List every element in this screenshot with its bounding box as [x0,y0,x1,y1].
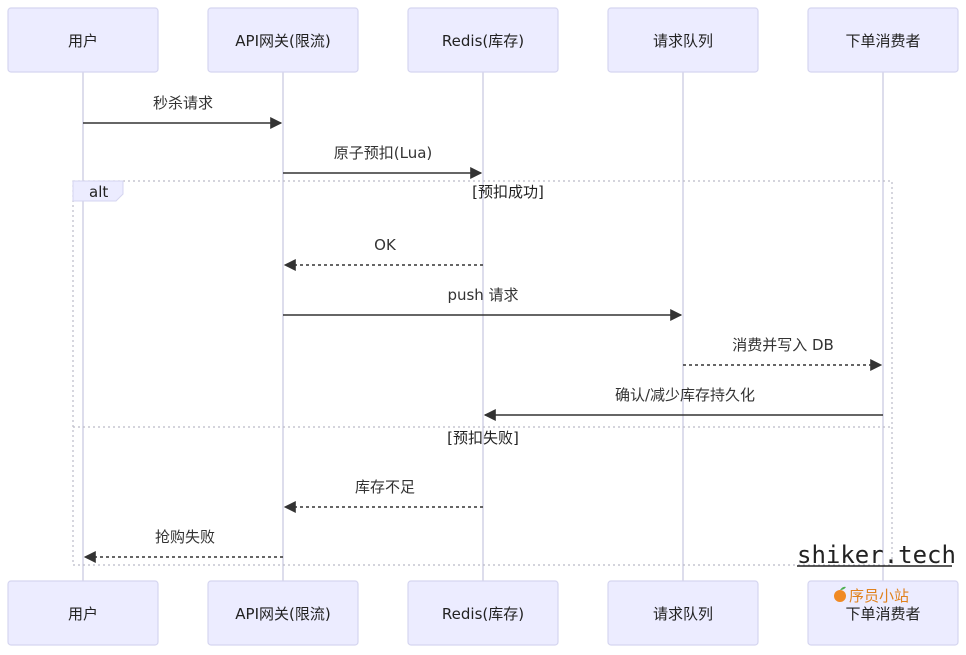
actor-label: 下单消费者 [845,32,920,50]
actor-label: 请求队列 [653,605,713,623]
message-label-lua-deduct: 原子预扣(Lua) [334,144,433,162]
actor-top-gateway: API网关(限流) [207,7,359,73]
actor-bottom-user: 用户 [7,580,159,646]
message-label-consume: 消费并写入 DB [732,336,834,354]
alt-frame: alt [预扣成功] [预扣失败] [72,180,893,566]
actor-label: API网关(限流) [235,605,330,623]
message-label-purchase-failed: 抢购失败 [155,528,215,546]
actor-label: 用户 [68,32,98,50]
actor-label: Redis(库存) [442,32,524,50]
watermark-logo-text: 序员小站 [849,587,909,605]
actors-top: 用户 API网关(限流) Redis(库存) 请求队列 下单消费者 [7,7,959,73]
actor-bottom-gateway: API网关(限流) [207,580,359,646]
alt-condition-failure: [预扣失败] [447,429,519,447]
actor-label: Redis(库存) [442,605,524,623]
message-label-out-of-stock: 库存不足 [355,478,415,496]
message-label-push: push 请求 [447,286,518,304]
alt-frame-border [72,180,893,566]
orange-fruit-icon [834,586,846,602]
alt-condition-success: [预扣成功] [472,183,544,201]
lifelines [82,72,884,581]
actor-label: API网关(限流) [235,32,330,50]
actor-top-consumer: 下单消费者 [807,7,959,73]
message-label-persist: 确认/减少库存持久化 [615,386,755,404]
actor-top-queue: 请求队列 [607,7,759,73]
message-label-flash-request: 秒杀请求 [153,94,213,112]
actor-label: 下单消费者 [845,605,920,623]
actor-bottom-redis: Redis(库存) [407,580,559,646]
watermark: shiker.tech 序员小站 [797,541,956,605]
actor-top-user: 用户 [7,7,159,73]
actor-label: 请求队列 [653,32,713,50]
actor-top-redis: Redis(库存) [407,7,559,73]
watermark-site: shiker.tech [797,541,956,569]
alt-label-tab [72,180,124,202]
actor-label: 用户 [68,605,98,623]
message-label-ok: OK [374,236,397,254]
messages: 秒杀请求 原子预扣(Lua) OK push 请求 消费并写入 DB 确认/减少… [83,94,883,563]
actor-bottom-queue: 请求队列 [607,580,759,646]
actors-bottom: 用户 API网关(限流) Redis(库存) 请求队列 下单消费者 [7,580,959,646]
alt-keyword: alt [89,183,108,201]
